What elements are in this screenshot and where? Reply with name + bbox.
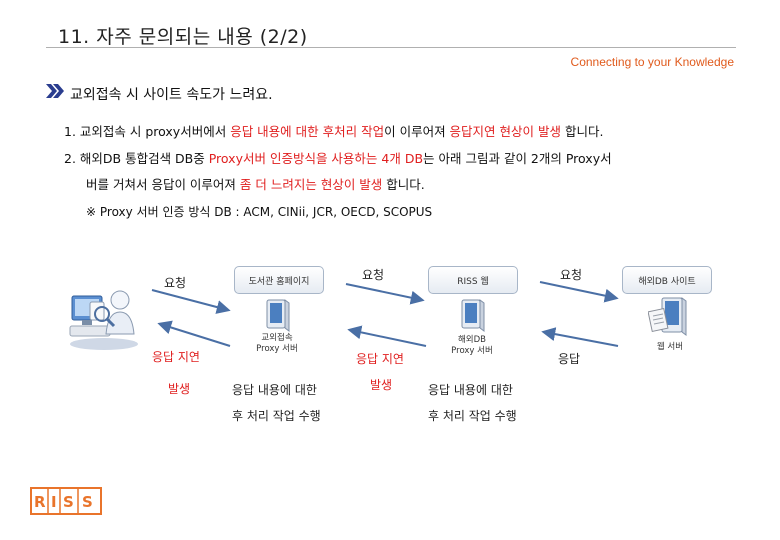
para1-text-end: 합니다. <box>561 124 604 139</box>
svg-text:R: R <box>34 493 46 511</box>
para1-text-mid: 이 이루어져 <box>384 124 450 139</box>
delay-label-1: 응답 지연 <box>152 350 200 364</box>
post-process-label-1a: 응답 내용에 대한 <box>232 383 317 397</box>
para2b-text: 버를 거쳐서 응답이 이루어져 <box>86 177 240 192</box>
para2-highlight: Proxy서버 인증방식을 사용하는 4개 DB <box>208 151 424 166</box>
note-text: ※ Proxy 서버 인증 방식 DB : ACM, CINii, JCR, O… <box>86 205 433 219</box>
response-arrow-3 <box>541 327 619 347</box>
paragraph-1: 1. 교외접속 시 proxy서버에서 응답 내용에 대한 후처리 작업이 이루… <box>64 124 603 140</box>
server2-label-line2: Proxy 서버 <box>451 346 493 356</box>
riss-web-box: RISS 웹 <box>428 266 518 294</box>
double-chevron-icon <box>46 84 64 98</box>
library-homepage-box: 도서관 홈페이지 <box>234 266 324 294</box>
occur-label-2: 발생 <box>370 378 393 392</box>
riss-logo: R I S S <box>30 487 102 519</box>
foreign-db-site-box: 해외DB 사이트 <box>622 266 712 294</box>
para1-highlight-1: 응답 내용에 대한 후처리 작업 <box>230 124 385 139</box>
server2-label: 해외DB Proxy 서버 <box>442 335 502 357</box>
para2-text: 2. 해외DB 통합검색 DB중 <box>64 151 209 166</box>
web-server-icon <box>648 297 687 336</box>
svg-text:S: S <box>82 493 93 511</box>
foreign-db-proxy-server-icon <box>461 299 485 332</box>
para1-text: 1. 교외접속 시 proxy서버에서 <box>64 124 231 139</box>
request-arrow-2 <box>345 283 425 305</box>
response-arrow-1 <box>157 320 231 347</box>
request-label-1: 요청 <box>164 276 187 290</box>
paragraph-2-continued: 버를 거쳐서 응답이 이루어져 좀 더 느려지는 현상이 발생 합니다. <box>86 177 425 193</box>
section-heading: 교외접속 시 사이트 속도가 느려요. <box>70 87 273 103</box>
riss-logo-mark: R I S S <box>30 487 102 515</box>
post-process-label-2a: 응답 내용에 대한 <box>428 383 513 397</box>
proxy-server-icon <box>266 299 290 332</box>
server1-label: 교외접속 Proxy 서버 <box>248 333 306 355</box>
web-server-label: 웹 서버 <box>656 342 684 352</box>
request-arrow-1 <box>151 289 231 314</box>
para1-highlight-2: 응답지연 현상이 발생 <box>449 124 561 139</box>
page-title: 11. 자주 문의되는 내용 (2/2) <box>58 26 308 48</box>
tagline: Connecting to your Knowledge <box>570 55 734 69</box>
svg-text:I: I <box>51 493 57 511</box>
response-arrow-2 <box>347 325 427 347</box>
para2-text-end: 는 아래 그림과 같이 2개의 Proxy서 <box>423 151 612 166</box>
title-divider <box>46 47 736 48</box>
user-computer-icon <box>69 290 138 350</box>
para2b-text-end: 합니다. <box>382 177 425 192</box>
request-arrow-3 <box>539 281 619 303</box>
post-process-label-1b: 후 처리 작업 수행 <box>232 409 321 423</box>
response-label: 응답 <box>558 352 581 366</box>
request-label-3: 요청 <box>560 268 583 282</box>
request-label-2: 요청 <box>362 268 385 282</box>
occur-label-1: 발생 <box>168 382 191 396</box>
server1-label-line2: Proxy 서버 <box>256 344 298 354</box>
post-process-label-2b: 후 처리 작업 수행 <box>428 409 517 423</box>
svg-text:S: S <box>63 493 74 511</box>
delay-label-2: 응답 지연 <box>356 352 404 366</box>
server1-label-line1: 교외접속 <box>261 333 293 343</box>
paragraph-2: 2. 해외DB 통합검색 DB중 Proxy서버 인증방식을 사용하는 4개 D… <box>64 151 612 167</box>
server2-label-line1: 해외DB <box>457 335 487 345</box>
para2b-highlight: 좀 더 느려지는 현상이 발생 <box>239 177 383 192</box>
